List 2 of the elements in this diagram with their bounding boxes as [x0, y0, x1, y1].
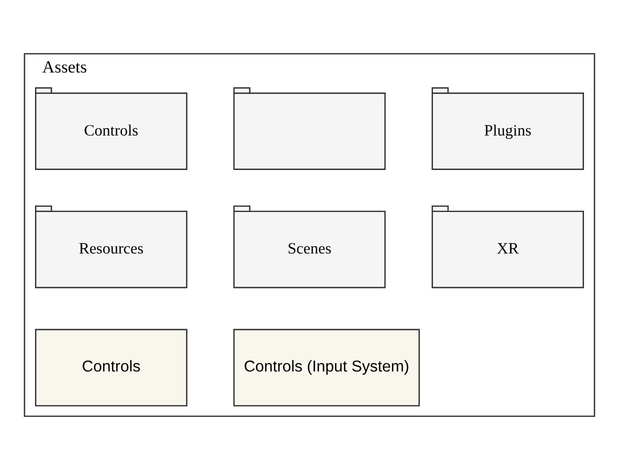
- node-box: Controls (Input System): [233, 328, 420, 406]
- node-box: Controls: [35, 328, 188, 406]
